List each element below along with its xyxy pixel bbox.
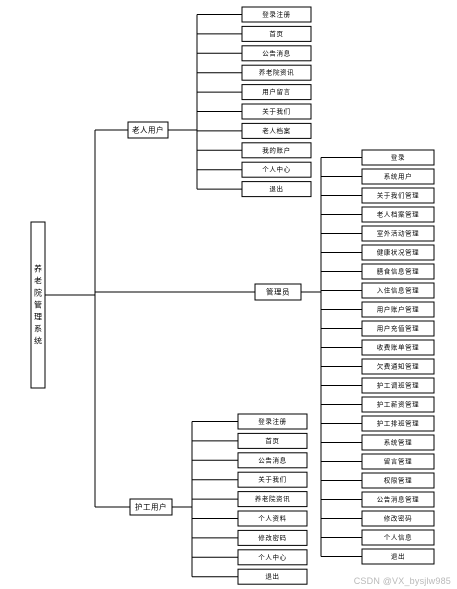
nurse-item-label: 养老院资讯 bbox=[255, 494, 291, 503]
admin-item-label: 入住信息管理 bbox=[377, 286, 420, 295]
admin-item-label: 护工排班管理 bbox=[377, 419, 420, 428]
elder-item-label: 退出 bbox=[269, 184, 283, 193]
nurse-item-label: 修改密码 bbox=[258, 533, 286, 542]
elder-item-label: 老人档案 bbox=[262, 126, 290, 135]
admin-item-box bbox=[361, 282, 435, 299]
root-label-char: 院 bbox=[34, 288, 42, 298]
admin-item-label: 关于我们管理 bbox=[377, 191, 420, 200]
nurse-item-box bbox=[237, 491, 308, 508]
elder-item-label: 首页 bbox=[269, 29, 283, 38]
admin-item-box bbox=[361, 206, 435, 223]
elder-item-label: 我的账户 bbox=[262, 145, 290, 154]
admin-item-box bbox=[361, 168, 435, 185]
root-label-char: 老 bbox=[34, 276, 42, 286]
elder-item-box bbox=[241, 142, 312, 159]
admin-item-box bbox=[361, 301, 435, 318]
nurse-item-box bbox=[237, 529, 308, 546]
admin-item-box bbox=[361, 187, 435, 204]
elder-item-box bbox=[241, 6, 312, 23]
admin-item-box bbox=[361, 225, 435, 242]
elder-item-box bbox=[241, 122, 312, 139]
admin-item-label: 个人信息 bbox=[384, 533, 412, 542]
admin-item-box bbox=[361, 377, 435, 394]
nurse-item-label: 公告消息 bbox=[258, 455, 286, 464]
admin-item-box bbox=[361, 149, 435, 166]
admin-item-box bbox=[361, 358, 435, 375]
admin-item-box bbox=[361, 472, 435, 489]
root-box bbox=[30, 221, 46, 389]
admin-item-label: 健康状况管理 bbox=[377, 248, 420, 257]
admin-item-box bbox=[361, 263, 435, 280]
root-label-char: 管 bbox=[34, 300, 42, 310]
nurse-item-box bbox=[237, 432, 308, 449]
elder-item-box bbox=[241, 103, 312, 120]
nurse-item-label: 关于我们 bbox=[258, 475, 286, 484]
admin-item-label: 修改密码 bbox=[384, 514, 412, 523]
admin-item-box bbox=[361, 491, 435, 508]
nurse-item-box bbox=[237, 471, 308, 488]
admin-item-label: 权限管理 bbox=[384, 476, 412, 485]
nurse-item-box bbox=[237, 452, 308, 469]
admin-item-label: 退出 bbox=[391, 552, 405, 561]
root-label-char: 养 bbox=[34, 264, 42, 274]
nurse-item-label: 登录注册 bbox=[258, 417, 286, 426]
admin-item-box bbox=[361, 320, 435, 337]
elder-item-label: 养老院资讯 bbox=[259, 68, 295, 77]
admin-item-label: 登录 bbox=[391, 153, 405, 162]
admin-item-box bbox=[361, 396, 435, 413]
elder-item-label: 关于我们 bbox=[262, 107, 290, 116]
nurse-item-label: 个人资料 bbox=[258, 514, 286, 523]
nurse-item-label: 退出 bbox=[265, 572, 279, 581]
admin-item-box bbox=[361, 339, 435, 356]
elder-item-label: 公告消息 bbox=[262, 48, 290, 57]
nurse-item-box bbox=[237, 549, 308, 566]
nurse-group-label: 护工用户 bbox=[135, 502, 167, 512]
admin-item-box bbox=[361, 548, 435, 565]
elder-item-box bbox=[241, 45, 312, 62]
elder-item-box bbox=[241, 25, 312, 42]
elder-item-box bbox=[241, 181, 312, 198]
admin-item-label: 收费账单管理 bbox=[377, 343, 420, 352]
nurse-item-label: 个人中心 bbox=[258, 552, 286, 561]
admin-item-label: 系统管理 bbox=[384, 438, 412, 447]
admin-item-box bbox=[361, 244, 435, 261]
nurse-item-box bbox=[237, 413, 308, 430]
admin-item-label: 膳食信息管理 bbox=[377, 267, 420, 276]
admin-item-label: 护工调班管理 bbox=[377, 381, 420, 390]
admin-item-label: 用户账户管理 bbox=[377, 305, 420, 314]
nurse-item-label: 首页 bbox=[265, 436, 279, 445]
admin-item-label: 室外活动管理 bbox=[377, 229, 420, 238]
watermark: CSDN @VX_bysjlw985 bbox=[353, 576, 451, 586]
admin-item-label: 公告消息管理 bbox=[377, 495, 420, 504]
admin-item-box bbox=[361, 529, 435, 546]
root-label-char: 系 bbox=[34, 324, 42, 334]
admin-item-label: 欠费通知管理 bbox=[377, 362, 420, 371]
admin-item-label: 用户充值管理 bbox=[377, 324, 420, 333]
nurse-item-box bbox=[237, 510, 308, 527]
elder-item-box bbox=[241, 161, 312, 178]
elder-item-box bbox=[241, 64, 312, 81]
admin-item-label: 系统用户 bbox=[384, 172, 412, 181]
admin-group-label: 管理员 bbox=[266, 287, 290, 297]
elder-group-label: 老人用户 bbox=[132, 125, 164, 135]
elder-item-label: 登录注册 bbox=[262, 10, 290, 19]
admin-item-label: 老人档案管理 bbox=[377, 210, 420, 219]
admin-item-box bbox=[361, 510, 435, 527]
nurse-item-box bbox=[237, 568, 308, 585]
elder-item-label: 用户留言 bbox=[262, 87, 290, 96]
elder-item-box bbox=[241, 84, 312, 101]
admin-item-box bbox=[361, 434, 435, 451]
admin-item-box bbox=[361, 415, 435, 432]
root-label-char: 理 bbox=[34, 313, 42, 322]
admin-item-label: 护工薪资管理 bbox=[377, 400, 420, 409]
root-label-char: 统 bbox=[34, 336, 42, 346]
admin-item-label: 留言管理 bbox=[384, 457, 412, 466]
elder-item-label: 个人中心 bbox=[262, 165, 290, 174]
admin-item-box bbox=[361, 453, 435, 470]
